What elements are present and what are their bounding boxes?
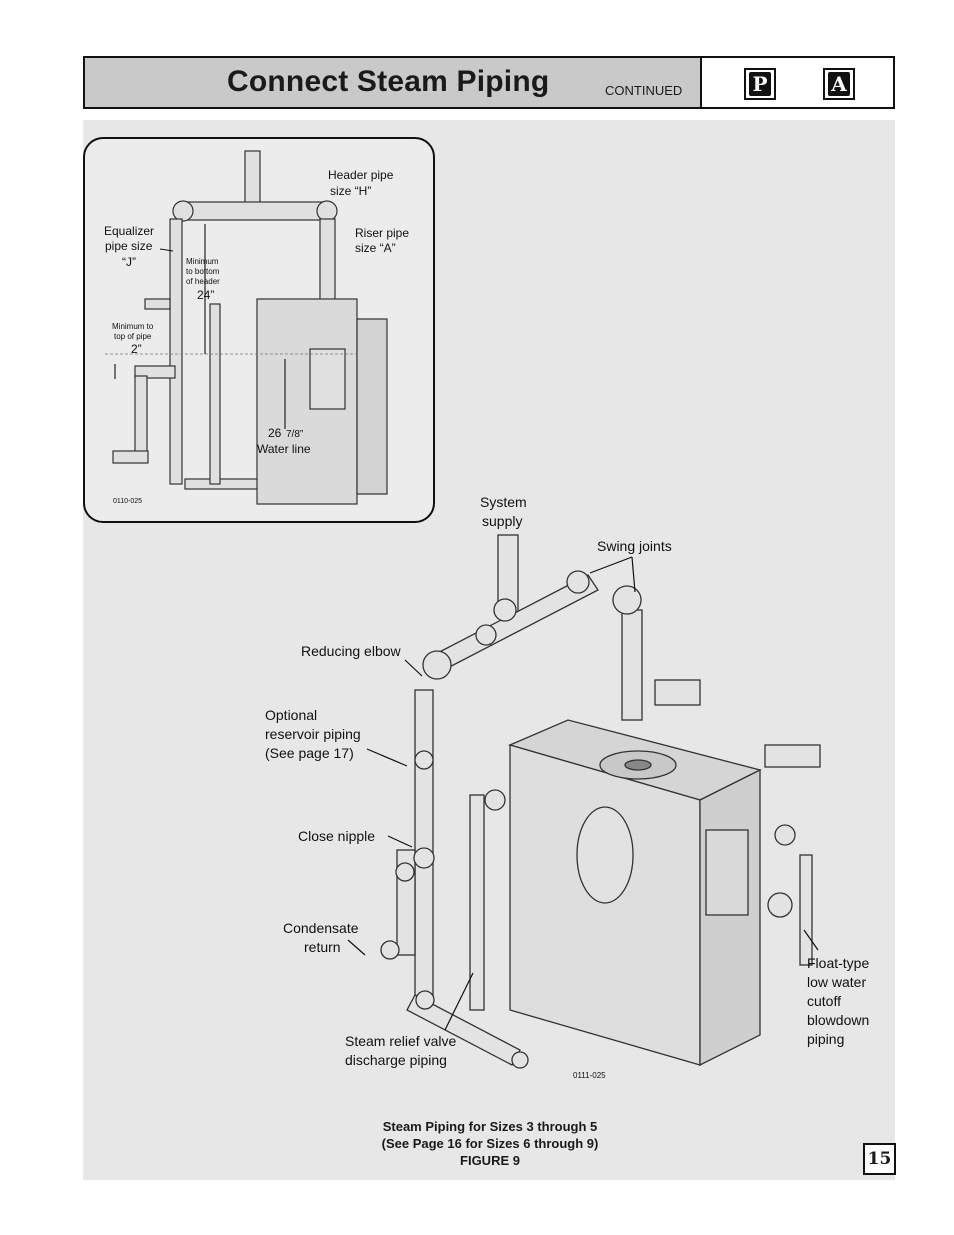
boiler-body bbox=[508, 719, 762, 1067]
caption-line-3: FIGURE 9 bbox=[460, 1153, 520, 1168]
supply-piping bbox=[380, 534, 821, 1069]
optional-label-3: (See page 17) bbox=[265, 745, 354, 761]
relief-label-2: discharge piping bbox=[345, 1052, 447, 1068]
condensate-label-1: Condensate bbox=[283, 920, 359, 936]
waterline-label: Water line bbox=[257, 442, 311, 456]
condensate-label-2: return bbox=[304, 939, 341, 955]
caption-line-1: Steam Piping for Sizes 3 through 5 bbox=[382, 1119, 598, 1134]
a-badge-letter: A bbox=[828, 72, 850, 96]
p-badge-icon: P bbox=[744, 68, 776, 100]
leader-lines bbox=[347, 556, 819, 1031]
main-labels: System supply Swing joints Reducing elbo… bbox=[265, 494, 869, 1080]
float-label-1: Float-type bbox=[807, 955, 869, 971]
inset-labels: Header pipe size “H” Riser pipe size “A”… bbox=[104, 168, 409, 505]
optional-label-1: Optional bbox=[265, 707, 317, 723]
inset-diagram: Header pipe size “H” Riser pipe size “A”… bbox=[83, 137, 435, 523]
min-top-label-1: Minimum to bbox=[112, 322, 154, 331]
riser-pipe-label-2: size “A” bbox=[355, 241, 396, 255]
main-figure-code: 0111-025 bbox=[573, 1071, 606, 1080]
min-bottom-value: 24” bbox=[197, 288, 214, 302]
min-top-label-2: top of pipe bbox=[114, 332, 152, 341]
waterline-value-fraction: 7/8” bbox=[286, 429, 303, 440]
min-bottom-label-2: to bottom bbox=[186, 267, 220, 276]
figure-caption: Steam Piping for Sizes 3 through 5 (See … bbox=[290, 1118, 690, 1169]
float-label-5: piping bbox=[807, 1031, 844, 1047]
riser-pipe-label-1: Riser pipe bbox=[355, 226, 409, 240]
system-supply-label-1: System bbox=[480, 494, 527, 510]
inset-arrows bbox=[114, 224, 286, 429]
inset-piping bbox=[112, 150, 388, 505]
reducing-elbow-label: Reducing elbow bbox=[301, 643, 402, 659]
header-pipe-label-1: Header pipe bbox=[328, 168, 394, 182]
equalizer-label-2: pipe size bbox=[105, 239, 153, 253]
p-badge-letter: P bbox=[749, 72, 771, 96]
header-pipe-label-2: size “H” bbox=[330, 184, 371, 198]
icon-cell: P A bbox=[702, 58, 893, 107]
close-nipple-label: Close nipple bbox=[298, 828, 375, 844]
float-label-3: cutoff bbox=[807, 993, 841, 1009]
title-cell: Connect Steam Piping CONTINUED bbox=[85, 58, 702, 107]
equalizer-label-1: Equalizer bbox=[104, 224, 154, 238]
inset-illustration: Header pipe size “H” Riser pipe size “A”… bbox=[104, 150, 409, 505]
system-supply-label-2: supply bbox=[482, 513, 522, 529]
min-bottom-label-3: of header bbox=[186, 277, 220, 286]
equalizer-label-3: “J” bbox=[122, 255, 136, 269]
inset-figure-code: 0110-025 bbox=[113, 498, 142, 505]
float-label-4: blowdown bbox=[807, 1012, 869, 1028]
waterline-value-main: 26 bbox=[268, 426, 282, 440]
continued-label: CONTINUED bbox=[605, 83, 683, 98]
min-top-value: 2” bbox=[131, 342, 142, 356]
min-bottom-label-1: Minimum bbox=[186, 257, 219, 266]
swing-joints-label: Swing joints bbox=[597, 538, 672, 554]
page-number: 15 bbox=[863, 1143, 896, 1175]
a-badge-icon: A bbox=[823, 68, 855, 100]
page-title: Connect Steam Piping bbox=[227, 65, 550, 98]
float-label-2: low water bbox=[807, 974, 866, 990]
optional-label-2: reservoir piping bbox=[265, 726, 361, 742]
section-header: Connect Steam Piping CONTINUED P A bbox=[83, 56, 895, 109]
caption-line-2: (See Page 16 for Sizes 6 through 9) bbox=[381, 1136, 599, 1151]
relief-label-1: Steam relief valve bbox=[345, 1033, 456, 1049]
